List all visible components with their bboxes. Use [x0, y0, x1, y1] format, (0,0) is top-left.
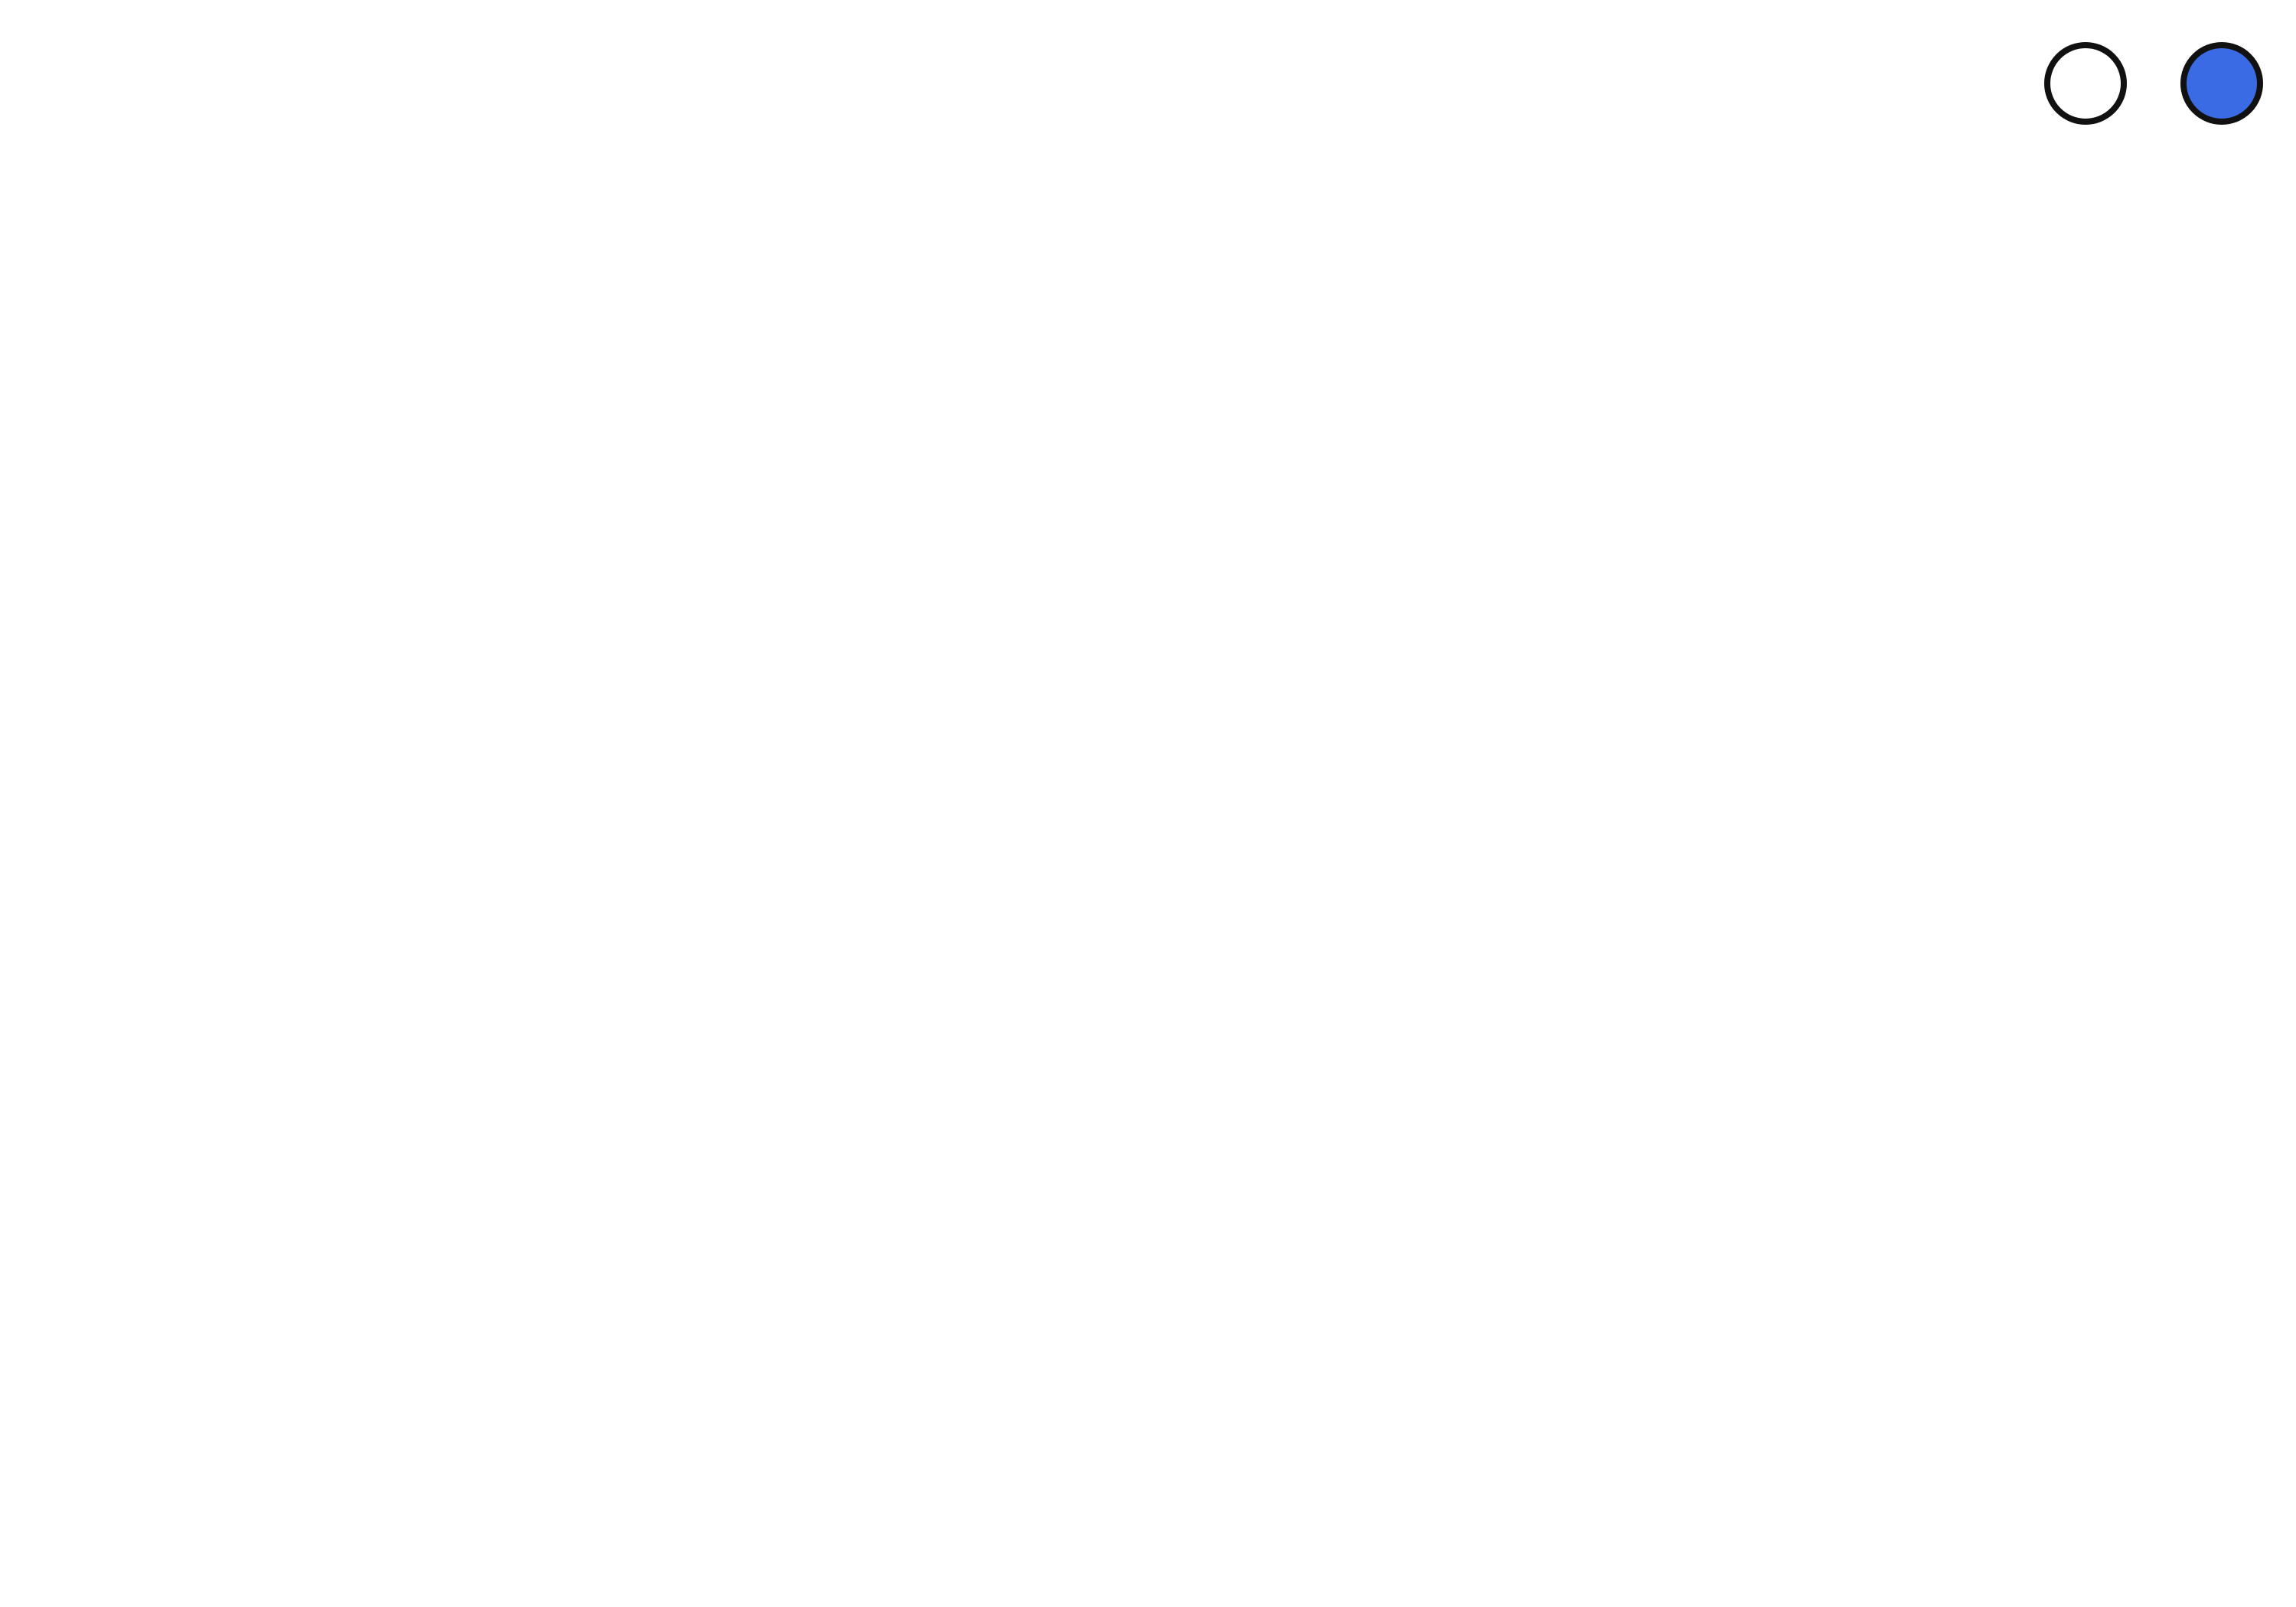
legend-level-aa: [2172, 42, 2272, 132]
level-legend: [2036, 42, 2272, 132]
legend-level-a: [2036, 42, 2135, 132]
level-aa-icon: [2180, 42, 2263, 125]
level-a-icon: [2044, 42, 2127, 125]
